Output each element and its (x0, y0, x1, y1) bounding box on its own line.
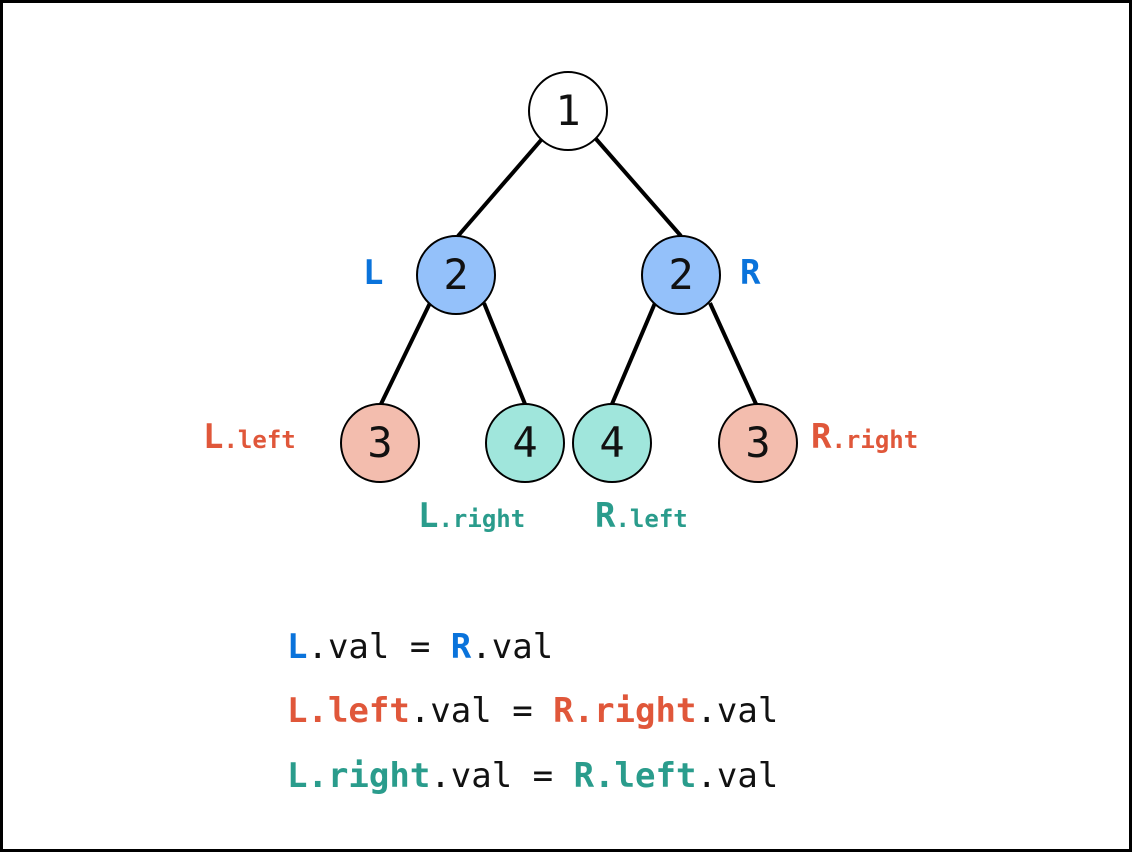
node-left: 2 (416, 235, 496, 315)
label-r-right-main: R (811, 417, 832, 457)
node-left-value: 2 (443, 250, 468, 299)
equation-2-rhs: R.right (553, 691, 696, 731)
tree-diagram: 1 2 2 3 4 4 3 L R L.left (203, 71, 918, 796)
equation-2-lhs: L.left (287, 691, 410, 731)
equation-3-lhs: L.right (287, 756, 430, 796)
equation-1-rhs-tail: .val (471, 627, 553, 667)
label-l-left-main: L (203, 417, 223, 457)
equation-3: L.right.val = R.left.val (287, 756, 778, 796)
label-r-right-suffix: .right (831, 426, 918, 454)
label-l-right-suffix: .right (438, 505, 525, 533)
equation-3-lhs-tail: .val (430, 756, 512, 796)
edge-root-right (594, 137, 683, 238)
edge-left-leftright (482, 302, 527, 405)
node-root: 1 (528, 71, 608, 151)
equation-2-lhs-tail: .val (410, 691, 492, 731)
node-left-left-value: 3 (367, 418, 392, 467)
label-r-left-suffix: .left (615, 505, 687, 533)
node-right-left-value: 4 (599, 418, 624, 467)
node-right-left: 4 (572, 403, 652, 483)
edge-right-rightright (708, 302, 758, 405)
node-left-left: 3 (340, 403, 420, 483)
node-right-right: 3 (718, 403, 798, 483)
equation-1-lhs-tail: .val (307, 627, 389, 667)
equation-3-op: = (512, 756, 573, 796)
edge-right-rightleft (610, 302, 657, 405)
equation-1-lhs: L (287, 627, 307, 667)
equation-3-rhs: R.left (574, 756, 697, 796)
node-right-right-value: 3 (745, 418, 770, 467)
label-r: R (740, 253, 761, 293)
equation-2-op: = (492, 691, 553, 731)
label-l-right: L.right (418, 496, 525, 536)
edge-root-left (456, 137, 544, 238)
equation-1: L.val = R.val (287, 627, 553, 667)
label-r-left-main: R (595, 496, 616, 536)
node-left-right: 4 (485, 403, 565, 483)
node-right-value: 2 (668, 250, 693, 299)
label-l-left: L.left (203, 417, 296, 457)
label-l: L (363, 253, 383, 293)
label-r-left: R.left (595, 496, 688, 536)
equation-1-rhs: R (451, 627, 472, 667)
node-left-right-value: 4 (512, 418, 537, 467)
label-l-left-suffix: .left (223, 426, 295, 454)
equation-1-op: = (389, 627, 450, 667)
equation-3-rhs-tail: .val (696, 756, 778, 796)
edge-left-leftleft (379, 302, 432, 405)
label-r-right: R.right (811, 417, 918, 457)
equation-2: L.left.val = R.right.val (287, 691, 778, 731)
node-right: 2 (641, 235, 721, 315)
label-l-right-main: L (418, 496, 438, 536)
node-root-value: 1 (555, 86, 580, 135)
equation-2-rhs-tail: .val (696, 691, 778, 731)
